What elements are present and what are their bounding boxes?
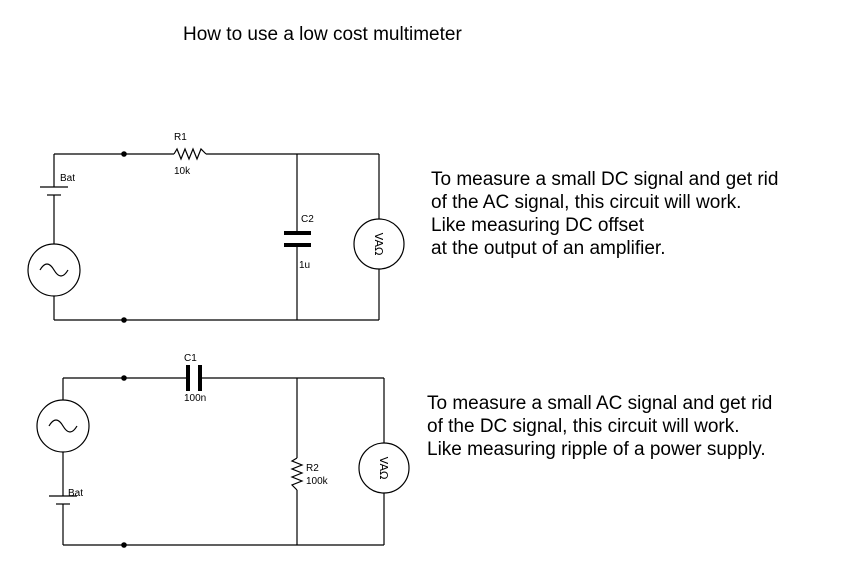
circuit-2-description: To measure a small AC signal and get rid… xyxy=(427,392,772,461)
c2-ac-source-symbol xyxy=(36,399,90,453)
c2-resistor-ref: R2 xyxy=(306,463,319,474)
c1-capacitor-ref: C2 xyxy=(301,214,314,225)
c1-wire-top xyxy=(53,153,379,187)
c1-battery-label: Bat xyxy=(60,173,75,184)
c2-capacitor-ref: C1 xyxy=(184,353,197,364)
description-line: Like measuring DC offset xyxy=(431,215,644,236)
c1-capacitor-c2-symbol xyxy=(284,231,311,247)
c1-junction-bottom xyxy=(121,317,127,323)
c2-battery-symbol xyxy=(49,495,77,505)
circuit-1: Bat R1 10k C2 1u VAΩ xyxy=(27,132,405,323)
c2-battery-label: Bat xyxy=(68,488,83,499)
description-line: of the DC signal, this circuit will work… xyxy=(427,416,740,437)
c1-junction-top xyxy=(121,151,127,157)
c1-resistor-ref: R1 xyxy=(174,132,187,143)
description-line: To measure a small DC signal and get rid xyxy=(431,169,779,190)
c2-junction-top xyxy=(121,375,127,381)
c1-capacitor-value: 1u xyxy=(299,260,310,271)
c2-resistor-value: 100k xyxy=(306,476,329,487)
c2-junction-bottom xyxy=(121,542,127,548)
description-line: at the output of an amplifier. xyxy=(431,238,666,259)
description-line: Like measuring ripple of a power supply. xyxy=(427,439,766,460)
c2-meter-symbol: VAΩ xyxy=(358,442,410,494)
description-line: of the AC signal, this circuit will work… xyxy=(431,192,742,213)
c2-wire-top xyxy=(62,377,384,400)
circuit-1-description: To measure a small DC signal and get rid… xyxy=(431,168,778,260)
c1-meter-label: VAΩ xyxy=(372,233,385,256)
c2-capacitor-c1-symbol xyxy=(186,365,202,391)
c2-resistor-r2-symbol xyxy=(290,457,304,491)
c2-capacitor-value: 100n xyxy=(184,393,206,404)
c2-meter-label: VAΩ xyxy=(377,457,390,480)
c1-meter-symbol: VAΩ xyxy=(353,218,405,270)
page-title: How to use a low cost multimeter xyxy=(183,24,462,45)
c1-resistor-value: 10k xyxy=(174,166,191,177)
c1-ac-source-symbol xyxy=(27,243,81,297)
c1-resistor-r1-symbol xyxy=(173,147,207,161)
c1-battery-symbol xyxy=(40,186,68,196)
circuit-2: Bat C1 100n R2 100k VAΩ xyxy=(36,353,410,548)
description-line: To measure a small AC signal and get rid xyxy=(427,393,773,414)
